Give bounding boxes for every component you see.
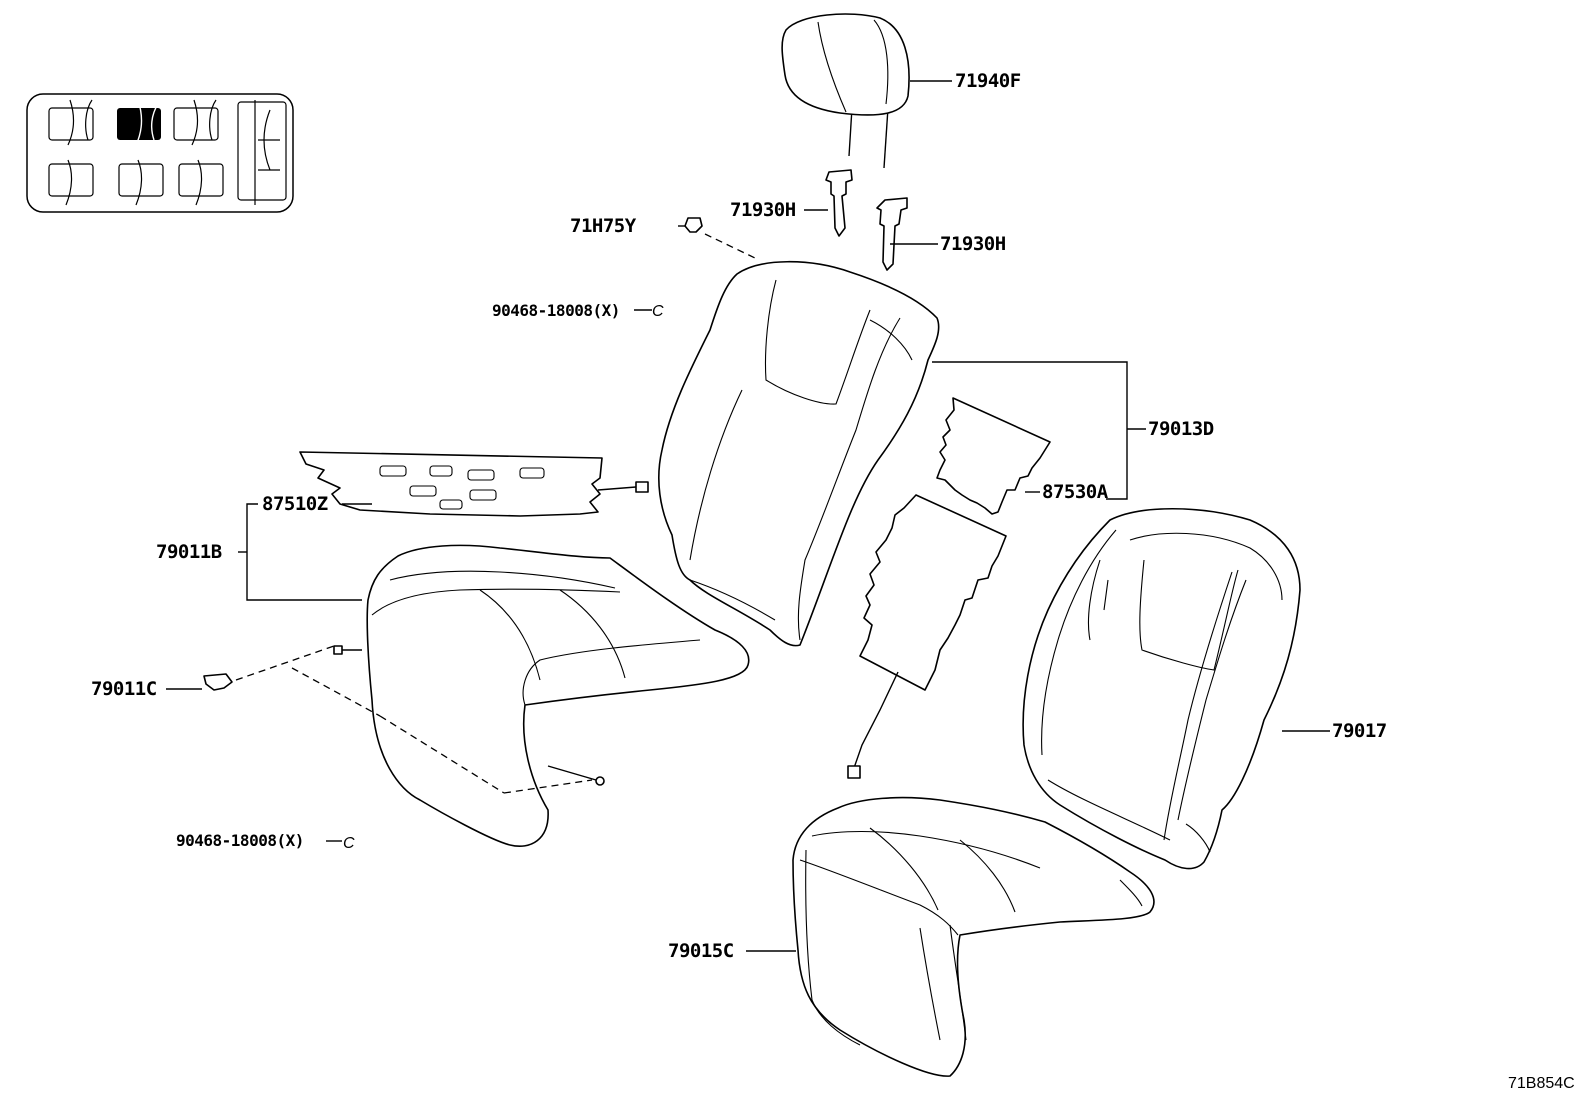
- headrest: [781, 13, 910, 169]
- label-87530a[interactable]: 87530A: [1042, 481, 1109, 503]
- symbol-c-upper: C: [652, 303, 664, 320]
- label-79015c[interactable]: 79015C: [668, 940, 734, 962]
- label-87510z[interactable]: 87510Z: [262, 493, 328, 515]
- symbol-c-lower: C: [343, 835, 355, 852]
- label-71930h-left[interactable]: 71930H: [730, 199, 796, 221]
- seat-cushion-assembly: [333, 544, 750, 847]
- label-79013d[interactable]: 79013D: [1148, 418, 1214, 440]
- headrest-support-left: [825, 169, 853, 237]
- label-79011b[interactable]: 79011B: [156, 541, 222, 563]
- seatback-heater: [847, 397, 1051, 779]
- label-90468-18008-upper[interactable]: 90468-18008(X): [492, 301, 620, 320]
- label-71940f[interactable]: 71940F: [955, 70, 1021, 92]
- seat-cushion-heater: [299, 451, 649, 517]
- clip-71h75y: [684, 217, 756, 259]
- label-90468-18008-lower[interactable]: 90468-18008(X): [176, 831, 304, 850]
- seatback-cover: [1022, 508, 1301, 870]
- seat-cushion-cover: [792, 796, 1155, 1077]
- headrest-support-right: [876, 197, 908, 271]
- label-79017[interactable]: 79017: [1332, 720, 1387, 742]
- seatback-assembly: [658, 260, 940, 647]
- label-71930h-right[interactable]: 71930H: [940, 233, 1006, 255]
- seat-position-locator-icon: [26, 93, 294, 213]
- label-79011c[interactable]: 79011C: [91, 678, 157, 700]
- diagram-reference-code: 71B854C: [1508, 1075, 1575, 1092]
- leader-lines: [166, 80, 1330, 952]
- label-71h75y[interactable]: 71H75Y: [570, 215, 637, 237]
- clip-79011c: [203, 645, 593, 794]
